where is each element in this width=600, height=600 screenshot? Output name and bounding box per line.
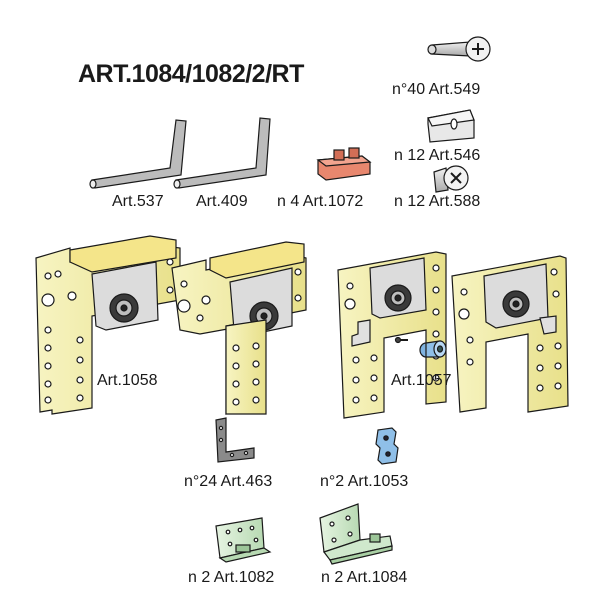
page-title: ART.1084/1082/2/RT [78, 60, 304, 88]
label-art1082: n 2 Art.1082 [188, 569, 275, 586]
guide-art1072-icon [316, 147, 372, 181]
bracket-art1057-right [451, 255, 569, 413]
allen-key-art409-icon [173, 117, 271, 189]
screw-art549-icon [427, 36, 491, 62]
label-art1057: Art.1057 [391, 372, 452, 389]
bracket-art1084-icon [319, 503, 393, 565]
label-art549: n°40 Art.549 [392, 81, 481, 98]
label-art463: n°24 Art.463 [184, 473, 273, 490]
label-art1072: n 4 Art.1072 [277, 193, 364, 210]
label-art409: Art.409 [196, 193, 248, 210]
bracket-art1082-icon [215, 517, 272, 563]
clip-art1053-icon [375, 427, 399, 465]
label-art1058: Art.1058 [97, 372, 158, 389]
bracket-art1058-right [171, 241, 307, 415]
bracket-art1058-left [35, 235, 181, 415]
plate-art546-icon [427, 109, 475, 143]
label-art546: n 12 Art.546 [394, 147, 481, 164]
angle-bracket-art463-icon [215, 417, 255, 463]
label-art1084: n 2 Art.1084 [321, 569, 408, 586]
allen-key-art537-icon [89, 119, 187, 189]
label-art588: n 12 Art.588 [394, 193, 481, 210]
bracket-art1057-left [337, 251, 447, 419]
spacer-art1057-icon [394, 336, 447, 358]
screw-art588-icon [433, 165, 469, 193]
label-art1053: n°2 Art.1053 [320, 473, 409, 490]
label-art537: Art.537 [112, 193, 164, 210]
